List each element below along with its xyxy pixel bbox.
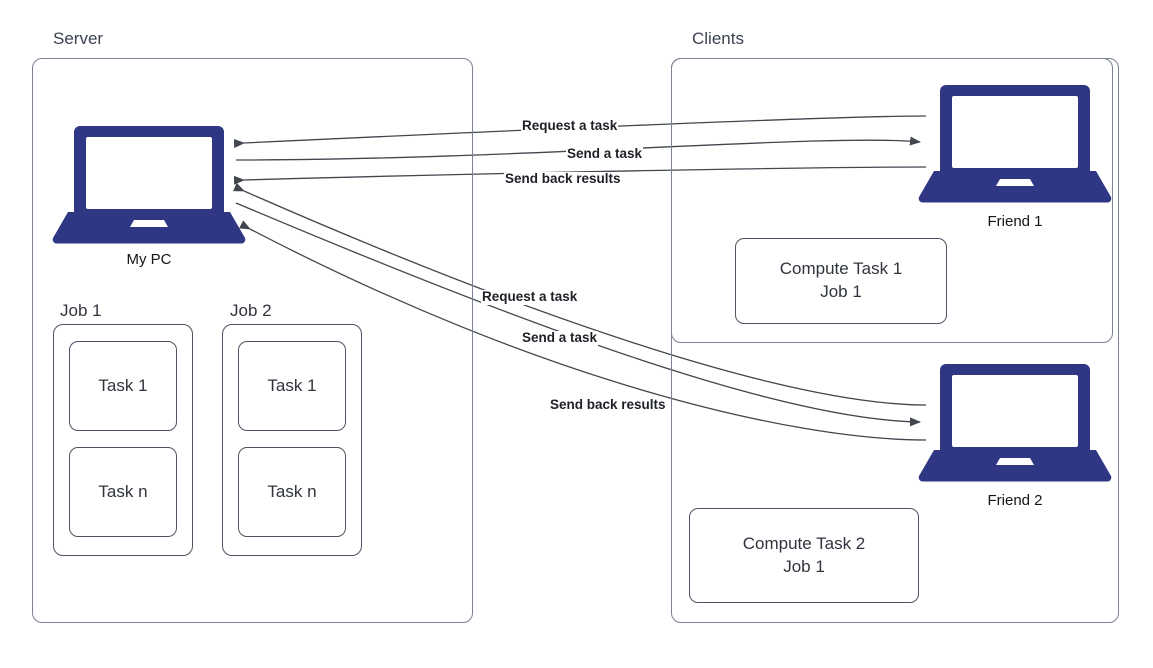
- server-container: [32, 58, 473, 623]
- connector-f1-results: [233, 166, 927, 185]
- job-box-2: [222, 324, 362, 556]
- connector-f2-send: [235, 202, 921, 427]
- job-label-2: Job 2: [230, 301, 272, 320]
- device-label-friend-2: Friend 2: [987, 492, 1043, 509]
- clients-group-label: Clients: [692, 29, 744, 48]
- client-box-friend-1: [671, 58, 1113, 343]
- job-label-1: Job 1: [60, 301, 102, 320]
- task-box-1-n[interactable]: Task n: [69, 447, 177, 537]
- connector-f2-results: [239, 220, 927, 441]
- edge-label-bottom-results: Send back results: [549, 397, 667, 413]
- connector-f1-request: [233, 115, 927, 148]
- laptop-icon-friend-1[interactable]: [918, 85, 1112, 203]
- task-box-1-1[interactable]: Task 1: [69, 341, 177, 431]
- task-box-2-1[interactable]: Task 1: [238, 341, 346, 431]
- laptop-icon: [918, 85, 1112, 203]
- job-box-1: [53, 324, 193, 556]
- edge-label-bottom-request: Request a task: [481, 289, 579, 305]
- laptop-icon: [52, 126, 246, 244]
- device-label-my-pc: My PC: [126, 251, 172, 268]
- connector-f1-send: [235, 136, 921, 161]
- device-label-friend-1: Friend 1: [987, 213, 1043, 230]
- laptop-icon-friend-2[interactable]: [918, 364, 1112, 482]
- edge-label-top-send: Send a task: [566, 146, 644, 162]
- laptop-icon-my-pc[interactable]: [52, 126, 246, 244]
- server-group-label: Server: [53, 29, 104, 48]
- edge-label-top-results: Send back results: [504, 171, 622, 187]
- work-box-friend-1[interactable]: Compute Task 1 Job 1: [735, 238, 947, 324]
- edge-label-bottom-send: Send a task: [521, 330, 599, 346]
- edge-label-top-request: Request a task: [521, 118, 619, 134]
- connector-f2-request: [233, 182, 927, 406]
- task-box-2-n[interactable]: Task n: [238, 447, 346, 537]
- laptop-icon: [918, 364, 1112, 482]
- work-box-friend-2[interactable]: Compute Task 2 Job 1: [689, 508, 919, 603]
